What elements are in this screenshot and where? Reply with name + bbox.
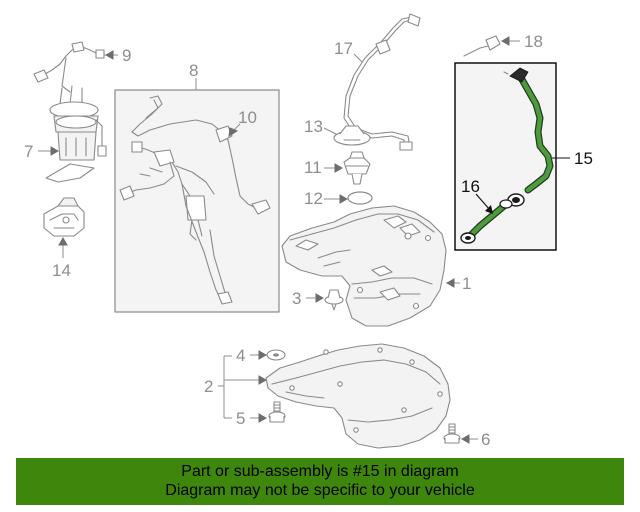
part-2-shield <box>265 343 451 449</box>
callout-1: 1 <box>462 274 471 293</box>
callout-3: 3 <box>292 289 301 308</box>
callout-17: 17 <box>334 39 353 58</box>
arrow-9 <box>104 50 114 60</box>
part-8-wiring-harness <box>119 95 271 305</box>
part-16-hose-clamp[interactable] <box>460 199 513 244</box>
callout-5: 5 <box>236 409 245 428</box>
banner-line-1: Part or sub-assembly is #15 in diagram <box>181 463 459 480</box>
arrow-16 <box>485 205 493 214</box>
part-12-seal <box>347 191 373 205</box>
callout-15: 15 <box>574 149 593 168</box>
part-7-fuel-pump <box>45 85 107 183</box>
arrow-1 <box>445 278 455 288</box>
arrow-18 <box>500 36 510 46</box>
callout-6: 6 <box>481 430 490 449</box>
arrow-2 <box>258 375 268 385</box>
harness-group-box <box>114 89 280 313</box>
part-5-bolt <box>268 401 286 423</box>
arrow-4 <box>258 350 268 360</box>
callout-14: 14 <box>52 261 71 280</box>
part-9-sender-wire <box>33 41 105 93</box>
part-17-vent-tube <box>343 13 421 151</box>
part-6-bolt <box>443 423 461 444</box>
callout-8: 8 <box>189 61 198 80</box>
leader-2 <box>218 355 264 419</box>
banner-line-2: Diagram may not be specific to your vehi… <box>165 482 475 499</box>
leader-13 <box>323 127 337 135</box>
part-11-valve <box>343 151 371 185</box>
part-18-cap <box>463 35 501 57</box>
arrow-10 <box>228 127 239 137</box>
info-banner: Part or sub-assembly is #15 in diagram D… <box>16 458 624 505</box>
callout-10: 10 <box>238 108 257 127</box>
part-1-fuel-tank <box>281 205 447 327</box>
part-3-grommet <box>324 289 344 311</box>
arrow-3 <box>315 293 325 303</box>
callout-18: 18 <box>524 32 543 51</box>
highlight-group-box <box>454 62 557 251</box>
arrow-11 <box>334 163 344 173</box>
leader-16 <box>475 193 491 211</box>
callout-16: 16 <box>461 177 480 196</box>
arrow-14 <box>58 236 68 246</box>
part-13-retainer <box>333 125 371 146</box>
arrow-5 <box>258 413 268 423</box>
part-4-washer-hole <box>273 353 279 357</box>
callout-13: 13 <box>304 117 323 136</box>
part-15-filler-hose[interactable] <box>503 67 554 207</box>
part-14-bracket <box>43 197 85 237</box>
callout-9: 9 <box>122 46 131 65</box>
callout-7: 7 <box>24 142 33 161</box>
callout-2: 2 <box>204 377 213 396</box>
callout-12: 12 <box>304 189 323 208</box>
arrow-7 <box>50 146 60 156</box>
callout-11: 11 <box>304 158 322 177</box>
arrow-12 <box>339 194 349 204</box>
arrow-6 <box>460 434 470 444</box>
callout-4: 4 <box>236 346 245 365</box>
leader-17 <box>353 53 363 63</box>
